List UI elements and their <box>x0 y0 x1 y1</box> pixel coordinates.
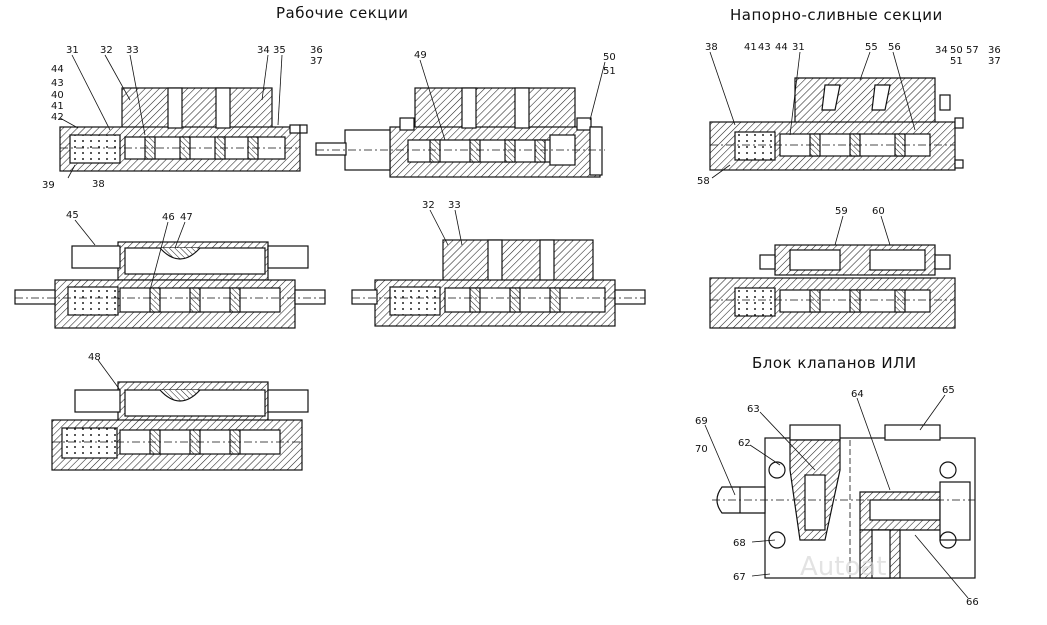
callout-f36: 36 <box>988 45 1001 56</box>
callout-f56: 56 <box>888 42 901 53</box>
callout-f31: 31 <box>792 42 805 53</box>
callout-c45: 45 <box>66 210 79 221</box>
callout-f43: 43 <box>758 42 771 53</box>
callout-h67: 67 <box>733 572 746 583</box>
working-section-a <box>59 87 308 172</box>
callout-h69: 69 <box>695 416 708 427</box>
callout-a36: 36 <box>310 45 323 56</box>
callout-f38: 38 <box>705 42 718 53</box>
callout-numbers: 31 32 33 34 35 36 37 44 43 40 41 42 39 3… <box>42 42 1001 608</box>
callout-f58: 58 <box>697 176 710 187</box>
callout-a35: 35 <box>273 45 286 56</box>
callout-f55: 55 <box>865 42 878 53</box>
callout-h66: 66 <box>966 597 979 608</box>
callout-a44: 44 <box>51 64 64 75</box>
title-pressure-drain-sections: Напорно-сливные секции <box>730 6 943 24</box>
callout-h65: 65 <box>942 385 955 396</box>
callout-e48: 48 <box>88 352 101 363</box>
callout-h68: 68 <box>733 538 746 549</box>
callout-a42: 42 <box>51 112 64 123</box>
callout-a43: 43 <box>51 78 64 89</box>
callout-a38: 38 <box>92 179 105 190</box>
callout-d32: 32 <box>422 200 435 211</box>
callout-a31: 31 <box>66 45 79 56</box>
title-working-sections: Рабочие секции <box>276 4 409 22</box>
callout-f34: 34 <box>935 45 948 56</box>
working-section-e <box>51 381 309 471</box>
callout-f41: 41 <box>744 42 757 53</box>
pressure-drain-section-f <box>709 77 964 171</box>
callout-d33: 33 <box>448 200 461 211</box>
callout-h62: 62 <box>738 438 751 449</box>
watermark: Autoat <box>800 552 887 582</box>
callout-h63: 63 <box>747 404 760 415</box>
callout-a33: 33 <box>126 45 139 56</box>
callout-f51: 51 <box>950 56 963 67</box>
callout-g60: 60 <box>872 206 885 217</box>
callout-f57: 57 <box>966 45 979 56</box>
title-valve-block: Блок клапанов ИЛИ <box>752 354 917 372</box>
callout-b51: 51 <box>603 66 616 77</box>
callout-f44: 44 <box>775 42 788 53</box>
callout-b49: 49 <box>414 50 427 61</box>
callout-c46: 46 <box>162 212 175 223</box>
working-section-c <box>14 241 326 329</box>
callout-h64: 64 <box>851 389 864 400</box>
valve-block <box>712 424 976 579</box>
callout-f50: 50 <box>950 45 963 56</box>
working-section-d <box>351 239 646 327</box>
callout-a39: 39 <box>42 180 55 191</box>
pressure-drain-section-g <box>709 244 956 329</box>
callout-a37: 37 <box>310 56 323 67</box>
callout-c47: 47 <box>180 212 193 223</box>
callout-a40: 40 <box>51 90 64 101</box>
callout-f37: 37 <box>988 56 1001 67</box>
callout-a41: 41 <box>51 101 64 112</box>
working-section-b <box>315 87 605 178</box>
callout-g59: 59 <box>835 206 848 217</box>
callout-h70: 70 <box>695 444 708 455</box>
callout-a34: 34 <box>257 45 270 56</box>
leader-lines <box>59 51 969 599</box>
callout-a32: 32 <box>100 45 113 56</box>
callout-b50: 50 <box>603 52 616 63</box>
